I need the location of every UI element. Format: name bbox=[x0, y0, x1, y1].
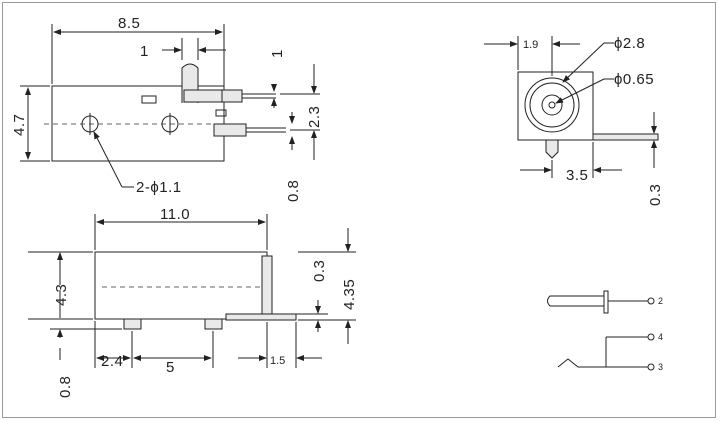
top-view: 8.5 1 1 4.7 2.3 0.8 2-ϕ1.1 bbox=[11, 15, 323, 202]
side-peg-height-label: 0.8 bbox=[57, 376, 74, 398]
front-inner-circle bbox=[541, 94, 563, 116]
side-lead-vertical bbox=[261, 255, 273, 317]
side-height-label: 4.3 bbox=[53, 284, 70, 306]
side-peg-pitch-label: 5 bbox=[166, 359, 175, 376]
schematic-plug bbox=[547, 295, 605, 307]
front-outer-diameter-label: ϕ2.8 bbox=[614, 35, 645, 52]
schematic-symbol: 2 4 3 bbox=[547, 290, 663, 372]
front-width-label: 1.9 bbox=[523, 39, 538, 51]
front-lead-offset-label: 3.5 bbox=[566, 167, 588, 184]
top-pin-horizontal-2 bbox=[213, 123, 247, 137]
front-lead-thickness-label: 0.3 bbox=[647, 184, 664, 206]
side-lead-horizontal bbox=[225, 313, 297, 321]
front-body-outline bbox=[517, 71, 594, 141]
side-peg-2 bbox=[204, 318, 223, 330]
front-pin bbox=[545, 139, 559, 159]
front-inner-diameter-label: ϕ0.65 bbox=[614, 71, 654, 88]
top-small-rect-2 bbox=[215, 109, 227, 117]
schematic-terminal-2 bbox=[647, 297, 655, 305]
side-lead-length-label: 1.5 bbox=[270, 355, 285, 367]
top-height-label: 4.7 bbox=[11, 114, 28, 136]
schematic-terminal-3 bbox=[647, 363, 655, 371]
schematic-pin-4-label: 4 bbox=[658, 332, 663, 342]
schematic-switch bbox=[557, 358, 648, 368]
front-view: 1.9 ϕ2.8 ϕ0.65 3.5 0.3 bbox=[484, 35, 664, 206]
top-small-rect-1 bbox=[141, 95, 157, 104]
top-pitch-label: 2.3 bbox=[306, 106, 323, 128]
side-body-outline bbox=[94, 251, 268, 320]
top-width-label: 8.5 bbox=[118, 15, 140, 32]
schematic-terminal-4 bbox=[647, 333, 655, 341]
front-outer-circle bbox=[524, 77, 580, 133]
schematic-pin-3-label: 3 bbox=[658, 362, 663, 372]
side-total-height-label: 4.35 bbox=[341, 279, 358, 310]
top-pin-top-label: 1 bbox=[269, 49, 286, 58]
top-holes-label: 2-ϕ1.1 bbox=[136, 179, 182, 196]
top-pin-horizontal-1 bbox=[183, 89, 223, 103]
top-pin-width-label: 1 bbox=[140, 43, 149, 60]
front-lead bbox=[592, 133, 659, 141]
side-view: 11.0 4.3 0.8 4.35 0.3 2.4 5 bbox=[28, 206, 358, 398]
schematic-pin-2-label: 2 bbox=[658, 296, 663, 306]
side-width-label: 11.0 bbox=[160, 206, 190, 223]
top-offset-label: 0.8 bbox=[285, 180, 302, 202]
side-lead-thickness-label: 0.3 bbox=[311, 260, 328, 282]
side-peg-offset-label: 2.4 bbox=[101, 353, 123, 370]
side-peg-1 bbox=[123, 318, 142, 330]
drawing-frame bbox=[2, 2, 716, 418]
